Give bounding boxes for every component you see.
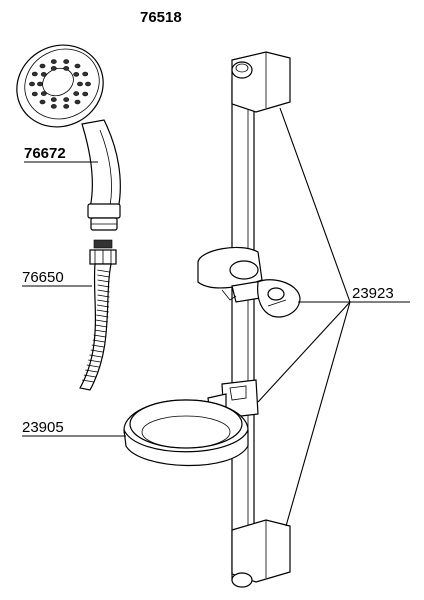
nozzle [63, 97, 70, 102]
nozzle [74, 99, 81, 105]
hose-rib [94, 329, 107, 333]
nozzle [29, 81, 35, 87]
hose-rib [88, 359, 101, 363]
soap-dish-illustration [123, 399, 249, 467]
hose-rib [89, 354, 102, 358]
hose-ribbing [82, 269, 110, 383]
nozzle [37, 81, 43, 87]
nozzle [50, 104, 57, 109]
nozzle [82, 71, 89, 77]
hose-rib [97, 284, 110, 288]
hose-rib [96, 314, 109, 318]
nozzle [50, 66, 57, 71]
nozzle [77, 81, 83, 87]
nozzle [63, 104, 70, 109]
leader-lines [22, 107, 410, 527]
nozzle [50, 97, 57, 102]
hand-shower-illustration [16, 44, 121, 231]
nozzle [73, 72, 80, 77]
part-label-rail-fittings: 23923 [352, 285, 394, 302]
nozzle [39, 63, 46, 69]
shower-hose-illustration [79, 239, 117, 391]
hose-rib [93, 334, 106, 338]
hose-rib [97, 299, 110, 303]
nozzle [40, 91, 47, 96]
nozzle [31, 91, 38, 97]
slide-rail-illustration [197, 51, 301, 588]
nozzle [85, 81, 91, 87]
set-number-title: 76518 [140, 9, 182, 26]
hose-rib [90, 349, 103, 353]
hose-rib [97, 279, 110, 283]
part-label-soap-dish: 23905 [22, 419, 64, 436]
hose-rib [96, 309, 109, 313]
hose-rib [83, 374, 96, 378]
nozzle [39, 99, 46, 105]
nozzle [73, 91, 80, 96]
hose-rib [95, 324, 108, 328]
hose-rib [97, 289, 110, 293]
hose-rib [97, 304, 110, 308]
hose-rib [92, 339, 105, 343]
hose-rib [85, 369, 98, 373]
spray-nozzles [29, 59, 91, 109]
nozzle [40, 72, 47, 77]
part-label-hose: 76650 [22, 269, 64, 286]
part-label-hand-shower: 76672 [24, 145, 66, 162]
nozzle [63, 66, 70, 71]
hose-rib [97, 269, 110, 273]
nozzle [82, 91, 89, 97]
nozzle [50, 59, 57, 64]
nozzle [31, 71, 38, 77]
hose-rib [97, 274, 110, 278]
hose-rib [95, 319, 108, 323]
nozzle [63, 59, 70, 64]
hose-rib [97, 294, 110, 298]
nozzle [74, 63, 81, 69]
hose-rib [91, 344, 104, 348]
hose-rib [82, 379, 95, 383]
hose-rib [86, 364, 99, 368]
